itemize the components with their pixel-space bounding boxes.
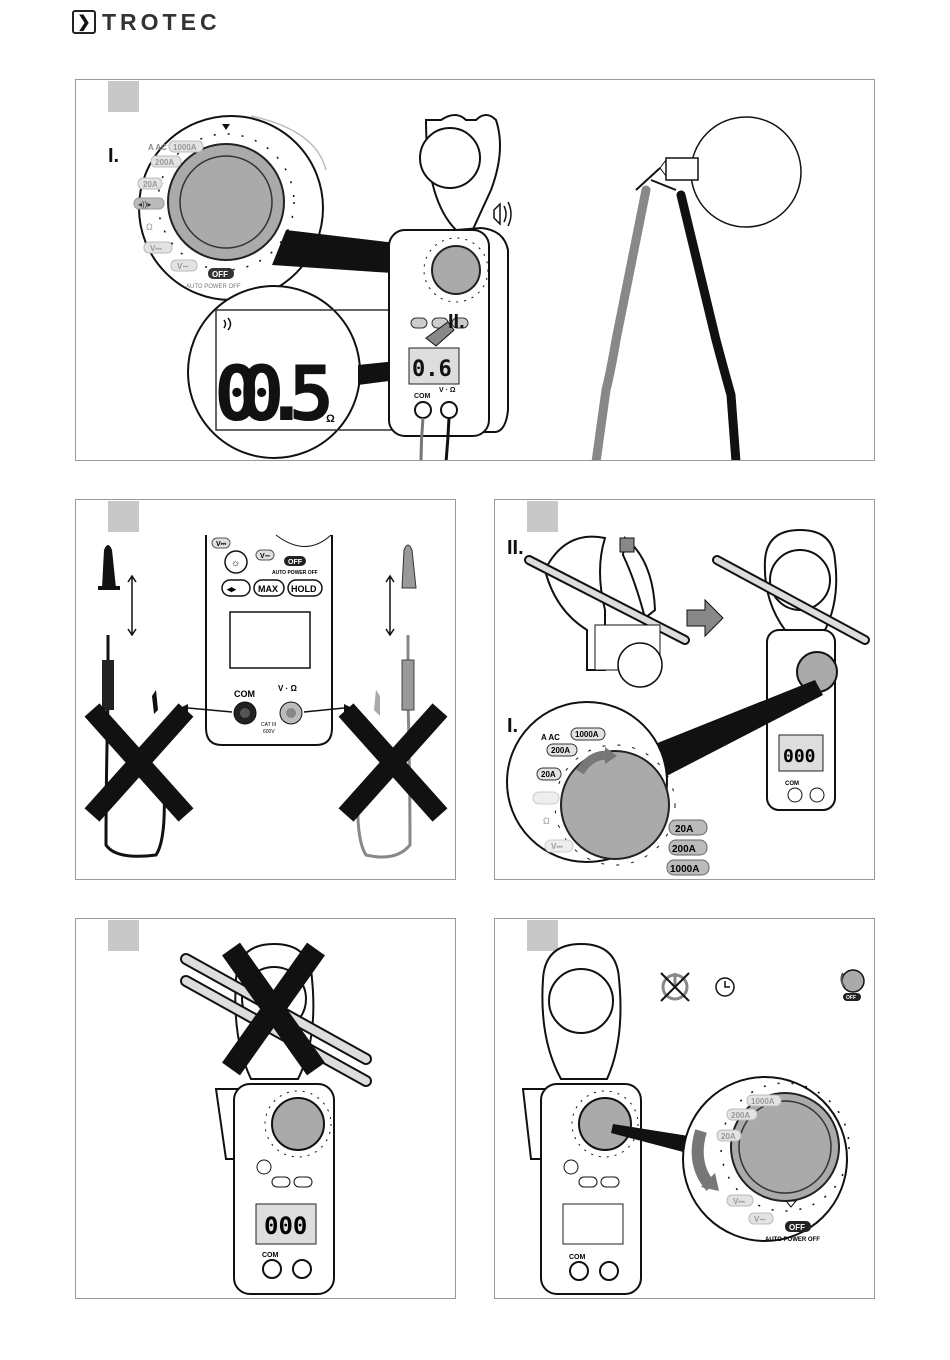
figure-panel-2: V⎓ V∼ OFF AUTO POWER OFF ☼ ◂▸ MAX HOLD C… [75, 499, 456, 880]
figure-5-illustration: OFF COM 1000A 200A [495, 919, 875, 1299]
figure-4-illustration: 000 COM [76, 919, 456, 1299]
dial-label-200a: 200A [155, 158, 174, 167]
dial-label-1000a: 1000A [575, 730, 599, 739]
dial-magnifier: A AC 1000A 200A 20A Ω V⎓ [507, 702, 675, 865]
dial-label-1000a: 1000A [173, 143, 197, 152]
probes-and-bulb [596, 117, 801, 461]
off-badge: OFF [846, 995, 856, 1001]
dial-label-20a: 20A [721, 1132, 736, 1141]
figure-panel-5: OFF COM 1000A 200A [494, 918, 875, 1299]
figure-2-illustration: V⎓ V∼ OFF AUTO POWER OFF ☼ ◂▸ MAX HOLD C… [76, 500, 456, 880]
brand-name: TROTEC [102, 9, 221, 36]
range-200a: 200A [672, 844, 696, 855]
dial-label-vac: V∼ [754, 1215, 766, 1224]
step-label-2: II. [448, 311, 465, 333]
chevron-right-icon: ❯ [72, 10, 96, 34]
figure-3-illustration: II. 000 COM I. [495, 500, 875, 880]
lcd-value: 000 [264, 1212, 307, 1240]
off-knob-icon: OFF [841, 970, 864, 1001]
open-clamp [529, 537, 685, 687]
label-vdc: V⎓ [216, 541, 227, 548]
figure-panel-4: 000 COM [75, 918, 456, 1299]
meter-front: V⎓ V∼ OFF AUTO POWER OFF ☼ ◂▸ MAX HOLD C… [206, 535, 332, 745]
label-auto-off: AUTO POWER OFF [272, 570, 318, 576]
svg-text:0.6: 0.6 [412, 357, 452, 382]
figure-1-illustration: A AC 1000A 200A 20A ◂))▸ Ω V⎓ V∼ OFF AUT… [76, 80, 875, 461]
jack-com: COM [785, 781, 799, 787]
dial-label-20a: 20A [541, 770, 556, 779]
label-cat: CAT III [261, 722, 276, 728]
dial-label-200a: 200A [551, 746, 570, 755]
dial-label-auto-off: AUTO POWER OFF [186, 284, 241, 290]
closed-clamp-meter: 000 COM [717, 530, 865, 810]
btn-hold: HOLD [291, 584, 317, 594]
svg-text:☼: ☼ [231, 558, 240, 569]
dial-label-aac: A AC [541, 733, 560, 742]
label-cat-v: 600V [263, 729, 275, 735]
dial-magnifier: A AC 1000A 200A 20A ◂))▸ Ω V⎓ V∼ OFF AUT… [134, 116, 326, 300]
svg-text:000: 000 [783, 746, 816, 767]
gray-probe-crossed [346, 545, 440, 857]
dial-label-200a: 200A [731, 1111, 750, 1120]
step-label-1: I. [108, 145, 119, 167]
dial-label-1000a: 1000A [751, 1097, 775, 1106]
label-vac: V∼ [260, 553, 271, 560]
figure-panel-3: II. 000 COM I. [494, 499, 875, 880]
btn-max: MAX [258, 584, 278, 594]
jack-com: COM [234, 689, 255, 699]
dial-label-ohm: Ω [146, 222, 153, 232]
arrow-right-icon [687, 600, 723, 636]
lcd-unit: Ω [326, 413, 335, 425]
range-1000a: 1000A [670, 864, 699, 875]
dial-label-20a: 20A [143, 180, 158, 189]
dial-label-vdc: V⎓ [551, 842, 563, 851]
dial-label-vac: V∼ [177, 262, 189, 271]
jack-label-v: V · Ω [439, 387, 456, 394]
dial-label-vdc: V⎓ [733, 1197, 745, 1206]
range-badges: 20A 200A 1000A [667, 820, 709, 875]
jack-com: COM [262, 1252, 279, 1259]
clamp-meter: COM [523, 944, 641, 1294]
label-off: OFF [288, 559, 303, 566]
dial-label-ohm: Ω [543, 816, 550, 826]
figure-panel-1: A AC 1000A 200A 20A ◂))▸ Ω V⎓ V∼ OFF AUT… [75, 79, 875, 461]
step-label-1: I. [507, 715, 518, 737]
dial-label-off: OFF [789, 1223, 805, 1232]
jack-v-ohm: V · Ω [278, 684, 297, 693]
dial-label-off: OFF [212, 270, 228, 279]
dial-label-aac: A AC [148, 143, 167, 152]
jack-label-com: COM [414, 393, 431, 400]
dial-magnifier: 1000A 200A 20A V⎓ V∼ OFF AUTO POWER OFF [683, 1077, 849, 1243]
clamp-meter-crossed: 000 COM [186, 944, 366, 1294]
dial-label-diode: ◂))▸ [138, 200, 151, 209]
range-20a: 20A [675, 824, 693, 835]
dial-label-auto-off: AUTO POWER OFF [765, 1237, 820, 1243]
no-sleep-icon [661, 973, 689, 1001]
dial-label-vdc: V⎓ [150, 244, 162, 253]
lcd-value: 00.5 [214, 349, 334, 438]
clock-icon [716, 978, 734, 996]
black-probe-crossed [92, 545, 186, 856]
btn-diode: ◂▸ [226, 584, 237, 594]
clamp-meter-illustration: 0.6 COM V · Ω [389, 115, 511, 461]
jack-com: COM [569, 1254, 586, 1261]
brand-logo: ❯ TROTEC [72, 8, 221, 36]
step-label-2: II. [507, 537, 524, 559]
